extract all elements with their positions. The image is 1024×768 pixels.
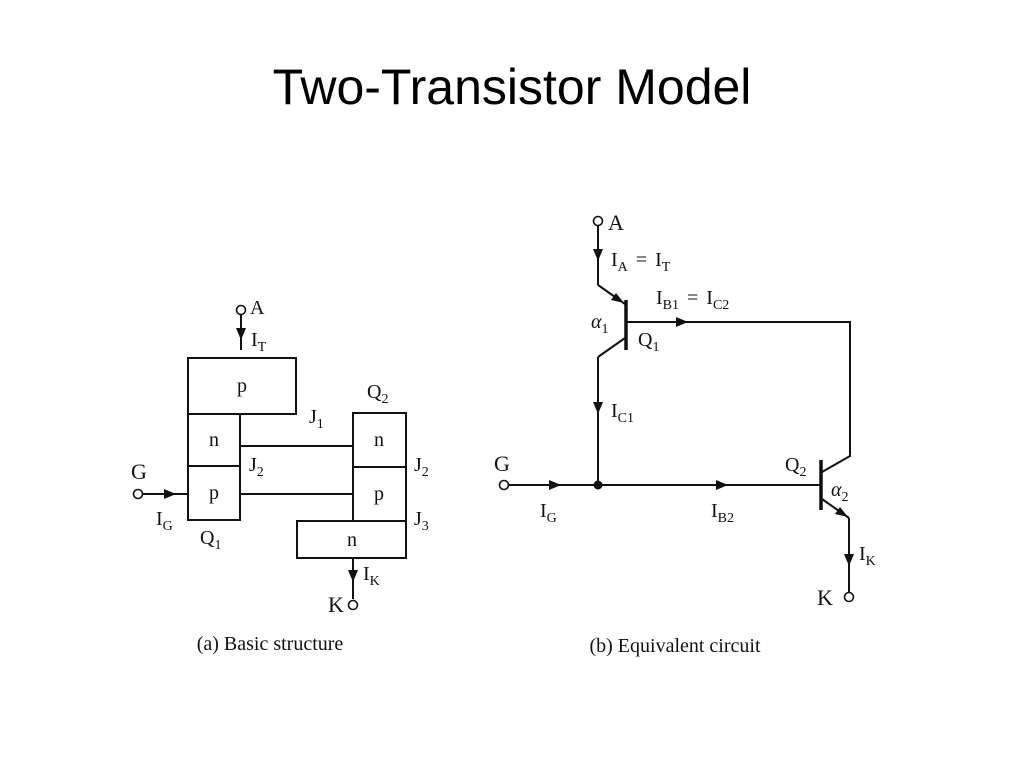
ig-arrow [549,480,561,490]
ig-arrow [164,489,176,499]
ib1-current-label: IB1=IC2 [656,287,729,313]
cathode-terminal [347,599,359,611]
cathode-label: K [328,592,344,617]
cathode-label: K [817,585,833,610]
ib2-current-label: IB2 [711,500,734,526]
ik-current-label: IK [859,543,876,569]
j2-right-label: J2 [414,454,429,480]
ic1-arrow [593,402,603,414]
ic1-current-label: IC1 [611,400,634,426]
q2-emitter-arrow [835,507,848,517]
j2-left-label: J2 [249,454,264,480]
ib2-arrow [716,480,728,490]
q2-label: Q2 [785,454,806,480]
it-current-label: IT [251,329,267,355]
j3-label: J3 [414,508,429,534]
q1-p-label: p [209,482,219,504]
ik-current-label: IK [363,563,380,589]
basic-structure-caption: (a) Basic structure [197,633,344,655]
ik-arrow [348,570,358,582]
gate-terminal [132,488,144,500]
equivalent-circuit-diagram: A IA=IT α1 Q1 IB1=IC2 IC1 G IG IB2 Q2 α2 [494,210,876,657]
j1-label: J1 [309,406,324,432]
ig-current-label: IG [156,508,173,534]
anode-label: A [250,297,265,319]
gate-label: G [494,451,510,476]
q2-n-bottom-layer [296,520,407,559]
ia-arrow [593,249,603,261]
q1-p-top-layer [187,357,297,415]
q1-p-top-label: p [237,375,247,397]
q1-label: Q1 [638,329,659,355]
slide-title: Two-Transistor Model [272,59,752,115]
q2-alpha-label: α2 [831,479,849,505]
q2-n-label: n [374,429,384,451]
ib1-arrow [676,317,688,327]
anode-label: A [608,210,624,235]
ia-current-label: IA=IT [611,249,671,275]
basic-structure-diagram: A IT p n p n p n G IG K IK J1 Q2 J2 [131,297,429,655]
anode-terminal [592,215,604,227]
q2-n-bottom-label: n [347,529,357,551]
it-arrow [236,328,246,340]
q1-collector [597,337,626,358]
gate-terminal [498,479,510,491]
equivalent-circuit-caption: (b) Equivalent circuit [589,635,760,657]
q2-label: Q2 [367,381,388,407]
q1-emitter-arrow [611,293,624,303]
cathode-terminal [843,591,855,603]
ik-arrow [844,554,854,566]
q1-alpha-label: α1 [591,311,609,337]
anode-terminal [235,304,247,316]
ig-current-label: IG [540,500,557,526]
ib1-ic2-wire [627,321,851,473]
q1-n-label: n [209,429,219,451]
q1-p-layer [187,465,241,521]
gate-label: G [131,459,147,484]
q1-label: Q1 [200,527,221,553]
junction-node [593,480,603,490]
q2-p-label: p [374,483,384,505]
